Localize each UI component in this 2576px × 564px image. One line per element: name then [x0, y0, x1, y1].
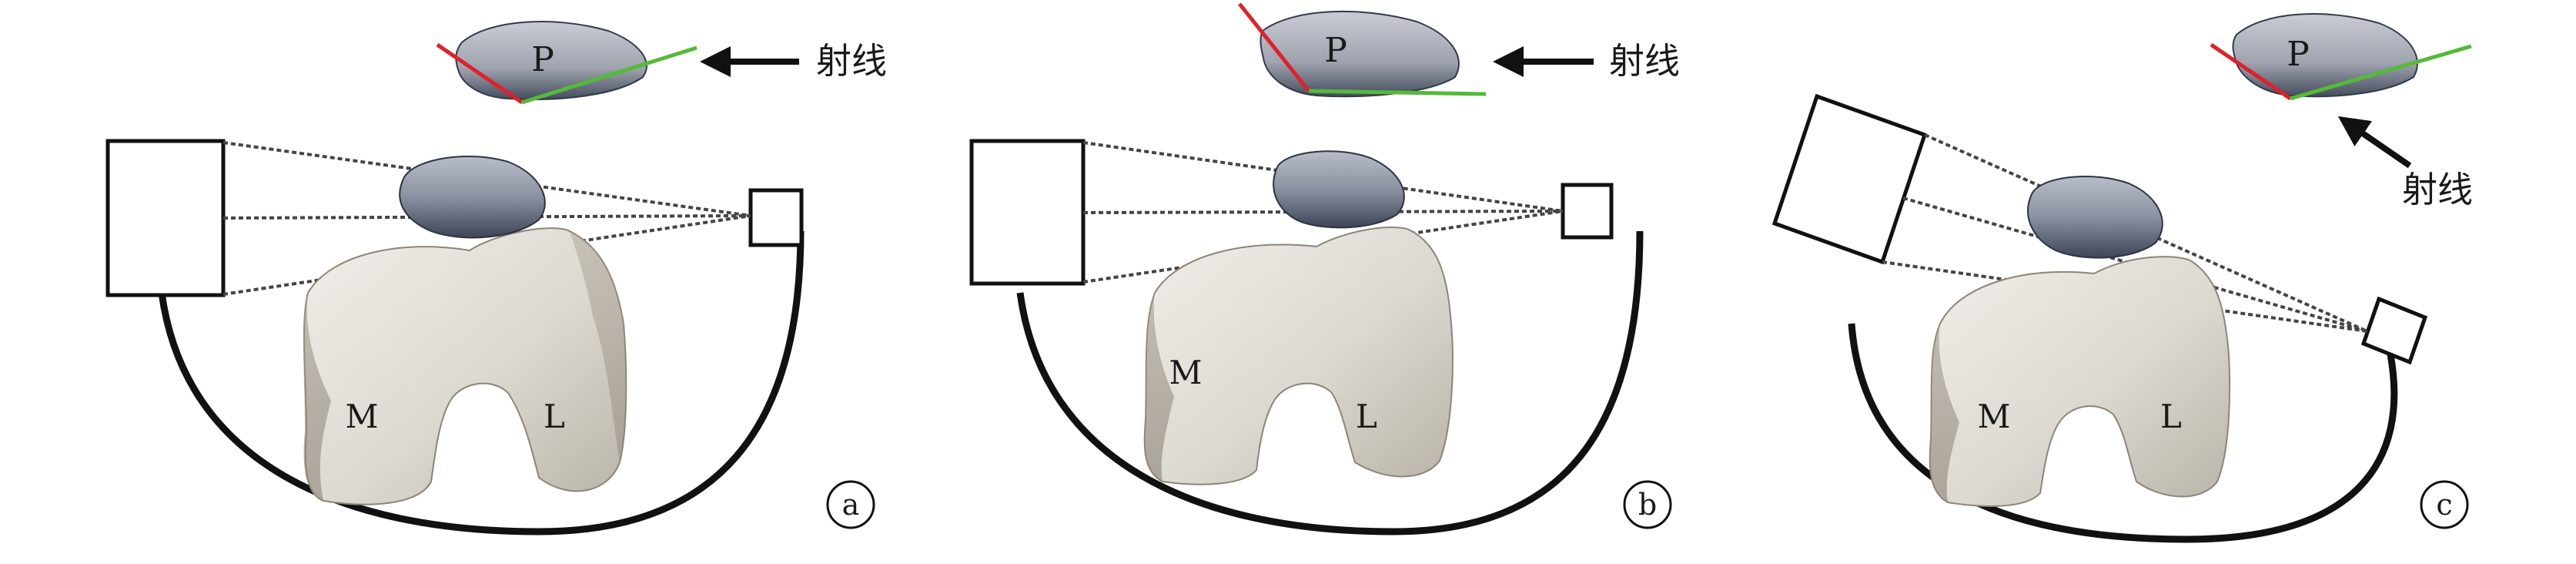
xray-source: [2360, 296, 2428, 365]
medial-label: M: [345, 398, 378, 435]
patella-top: [2232, 13, 2418, 98]
ray-label: 射线: [816, 40, 887, 82]
lateral-facet-line: [521, 45, 698, 105]
femur-bone: [303, 227, 627, 505]
panel-c: P 射线 M L c: [1771, 13, 2473, 543]
medial-facet-line: [2210, 42, 2292, 101]
femur-bone: [1143, 226, 1454, 485]
lateral-label: L: [2160, 398, 2182, 435]
xray-source: [1561, 183, 1614, 240]
patella-mid: [2027, 176, 2163, 259]
medial-label: M: [1169, 354, 1202, 391]
medial-label: M: [1977, 398, 2010, 435]
medial-facet-line: [436, 42, 524, 105]
patella-mid: [399, 155, 546, 239]
patella-label: P: [531, 40, 554, 79]
panel-a: P 射线 M L a: [105, 21, 887, 535]
panel-b: P 射线 M L b: [969, 2, 1680, 535]
detector-plate: [105, 139, 226, 297]
patella-label: P: [1324, 31, 1347, 70]
detector-arc: [1848, 323, 2398, 543]
detector-arc: [1016, 230, 1644, 535]
femur-bone: [1929, 256, 2231, 507]
lateral-facet-line: [2290, 44, 2472, 101]
panel-label-circle: [2420, 480, 2469, 529]
patella-top: [1260, 10, 1460, 98]
patella-label: P: [2287, 35, 2310, 74]
panel-label: b: [1638, 488, 1657, 522]
medial-facet-line: [1238, 2, 1310, 92]
lateral-label: L: [544, 398, 565, 435]
detector-plate: [969, 139, 1086, 286]
panel-label-circle: [826, 480, 875, 529]
lateral-facet-line: [1308, 89, 1487, 96]
ray-label: 射线: [1609, 40, 1680, 82]
xray-source: [748, 188, 804, 247]
panel-label-circle: [1623, 480, 1672, 529]
panel-label: a: [842, 488, 860, 522]
ray-label: 射线: [2402, 169, 2473, 210]
detector-arc: [158, 230, 805, 535]
lateral-label: L: [1356, 398, 1377, 435]
detector-plate: [1771, 93, 1928, 265]
ray-arrow: [2337, 116, 2412, 169]
patella-mid: [1273, 150, 1405, 229]
panel-label: c: [2436, 488, 2452, 522]
